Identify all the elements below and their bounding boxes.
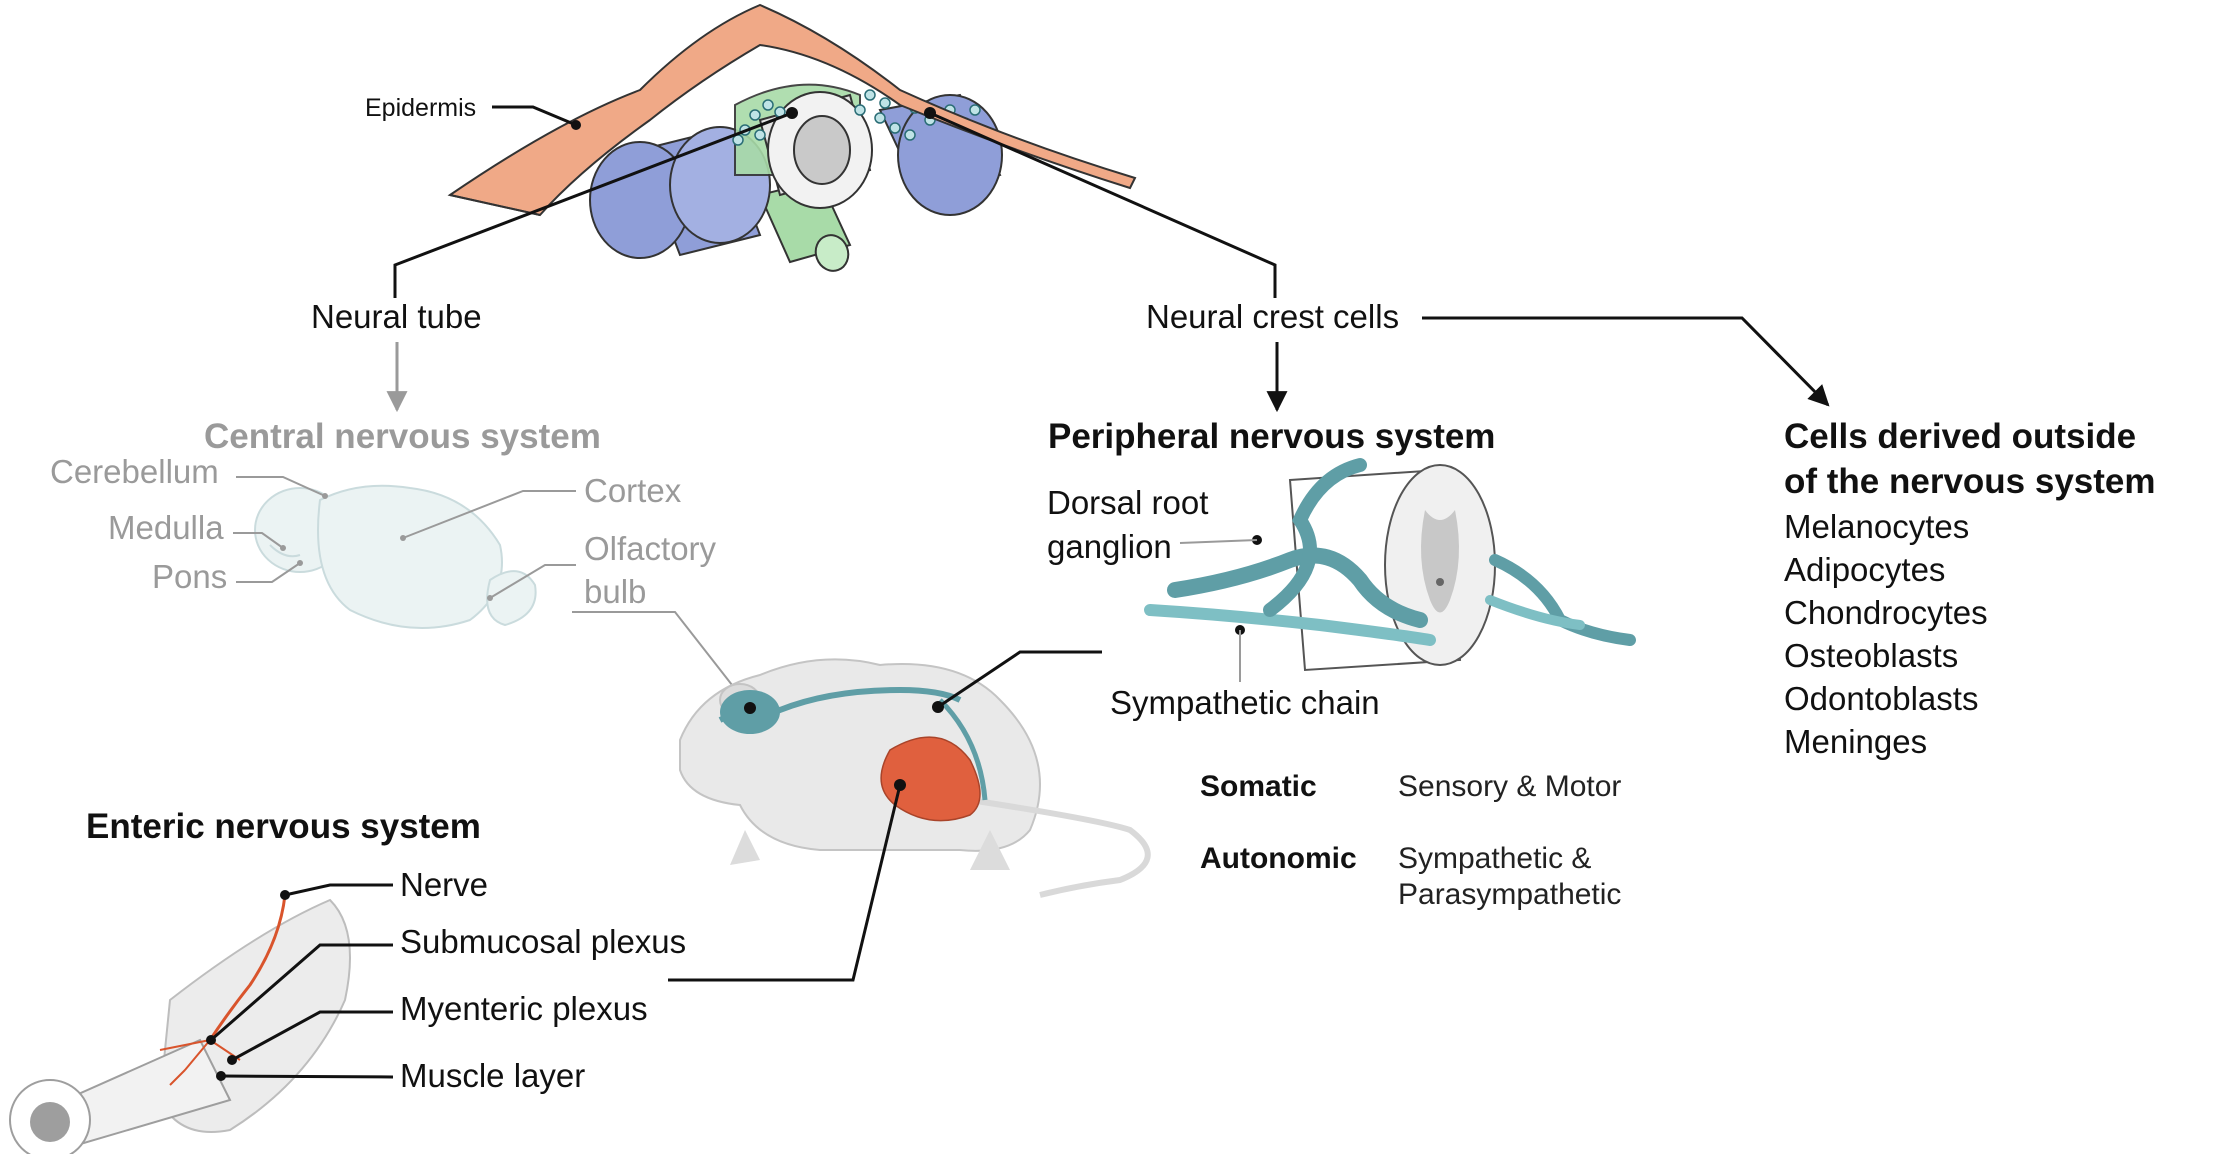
nerve-leader	[285, 885, 393, 895]
brain-illustration	[255, 486, 536, 628]
outside-title-line1: Cells derived outside	[1784, 417, 2136, 456]
embryo-illustration	[450, 5, 1135, 275]
spinal-cord-illustration	[1150, 465, 1630, 670]
arrow-crest-to-outside	[1422, 318, 1828, 405]
cns-label-olfactory-line2: bulb	[584, 573, 646, 610]
pns-label-drg-line1: Dorsal root	[1047, 484, 1208, 521]
ens-label-nerve: Nerve	[400, 866, 488, 903]
mouse-illustration	[680, 659, 1148, 895]
outside-cell-item: Meninges	[1784, 723, 1927, 760]
outside-cell-item: Osteoblasts	[1784, 637, 1958, 674]
cns-label-olfactory-line1: Olfactory	[584, 530, 717, 567]
ens-label-myenteric-plexus: Myenteric plexus	[400, 990, 648, 1027]
muscle-layer-leader	[221, 1076, 393, 1077]
pns-type-somatic-name: Somatic	[1200, 770, 1317, 803]
outside-cell-item: Adipocytes	[1784, 551, 1945, 588]
ens-label-muscle-layer: Muscle layer	[400, 1057, 585, 1094]
outside-cell-item: Melanocytes	[1784, 508, 1969, 545]
cns-label-pons: Pons	[152, 558, 227, 595]
pns-type-autonomic-desc-line1: Sympathetic &	[1398, 842, 1591, 875]
drg-leader	[1180, 540, 1257, 543]
outside-cell-item: Chondrocytes	[1784, 594, 1988, 631]
pns-type-somatic-desc: Sensory & Motor	[1398, 770, 1621, 803]
pns-label-drg-line2: ganglion	[1047, 528, 1172, 565]
pns-type-autonomic-desc-line2: Parasympathetic	[1398, 878, 1621, 911]
pns-type-autonomic-name: Autonomic	[1200, 842, 1357, 875]
neural-tube-label: Neural tube	[311, 298, 482, 335]
cns-label-medulla: Medulla	[108, 509, 224, 546]
pns-label-sympathetic-chain: Sympathetic chain	[1110, 684, 1380, 721]
cns-title: Central nervous system	[204, 417, 601, 456]
epidermis-label: Epidermis	[365, 94, 476, 122]
outside-title-line2: of the nervous system	[1784, 462, 2156, 501]
ens-label-submucosal-plexus: Submucosal plexus	[400, 923, 686, 960]
ens-title: Enteric nervous system	[86, 807, 481, 846]
cns-label-cerebellum: Cerebellum	[50, 453, 219, 490]
pns-title: Peripheral nervous system	[1048, 417, 1495, 456]
outside-cell-item: Odontoblasts	[1784, 680, 1978, 717]
cns-label-cortex: Cortex	[584, 472, 682, 509]
outside-cell-list: Melanocytes Adipocytes Chondrocytes Oste…	[1784, 508, 1988, 760]
neural-crest-label: Neural crest cells	[1146, 298, 1399, 335]
epidermis-leader-line	[492, 107, 576, 125]
